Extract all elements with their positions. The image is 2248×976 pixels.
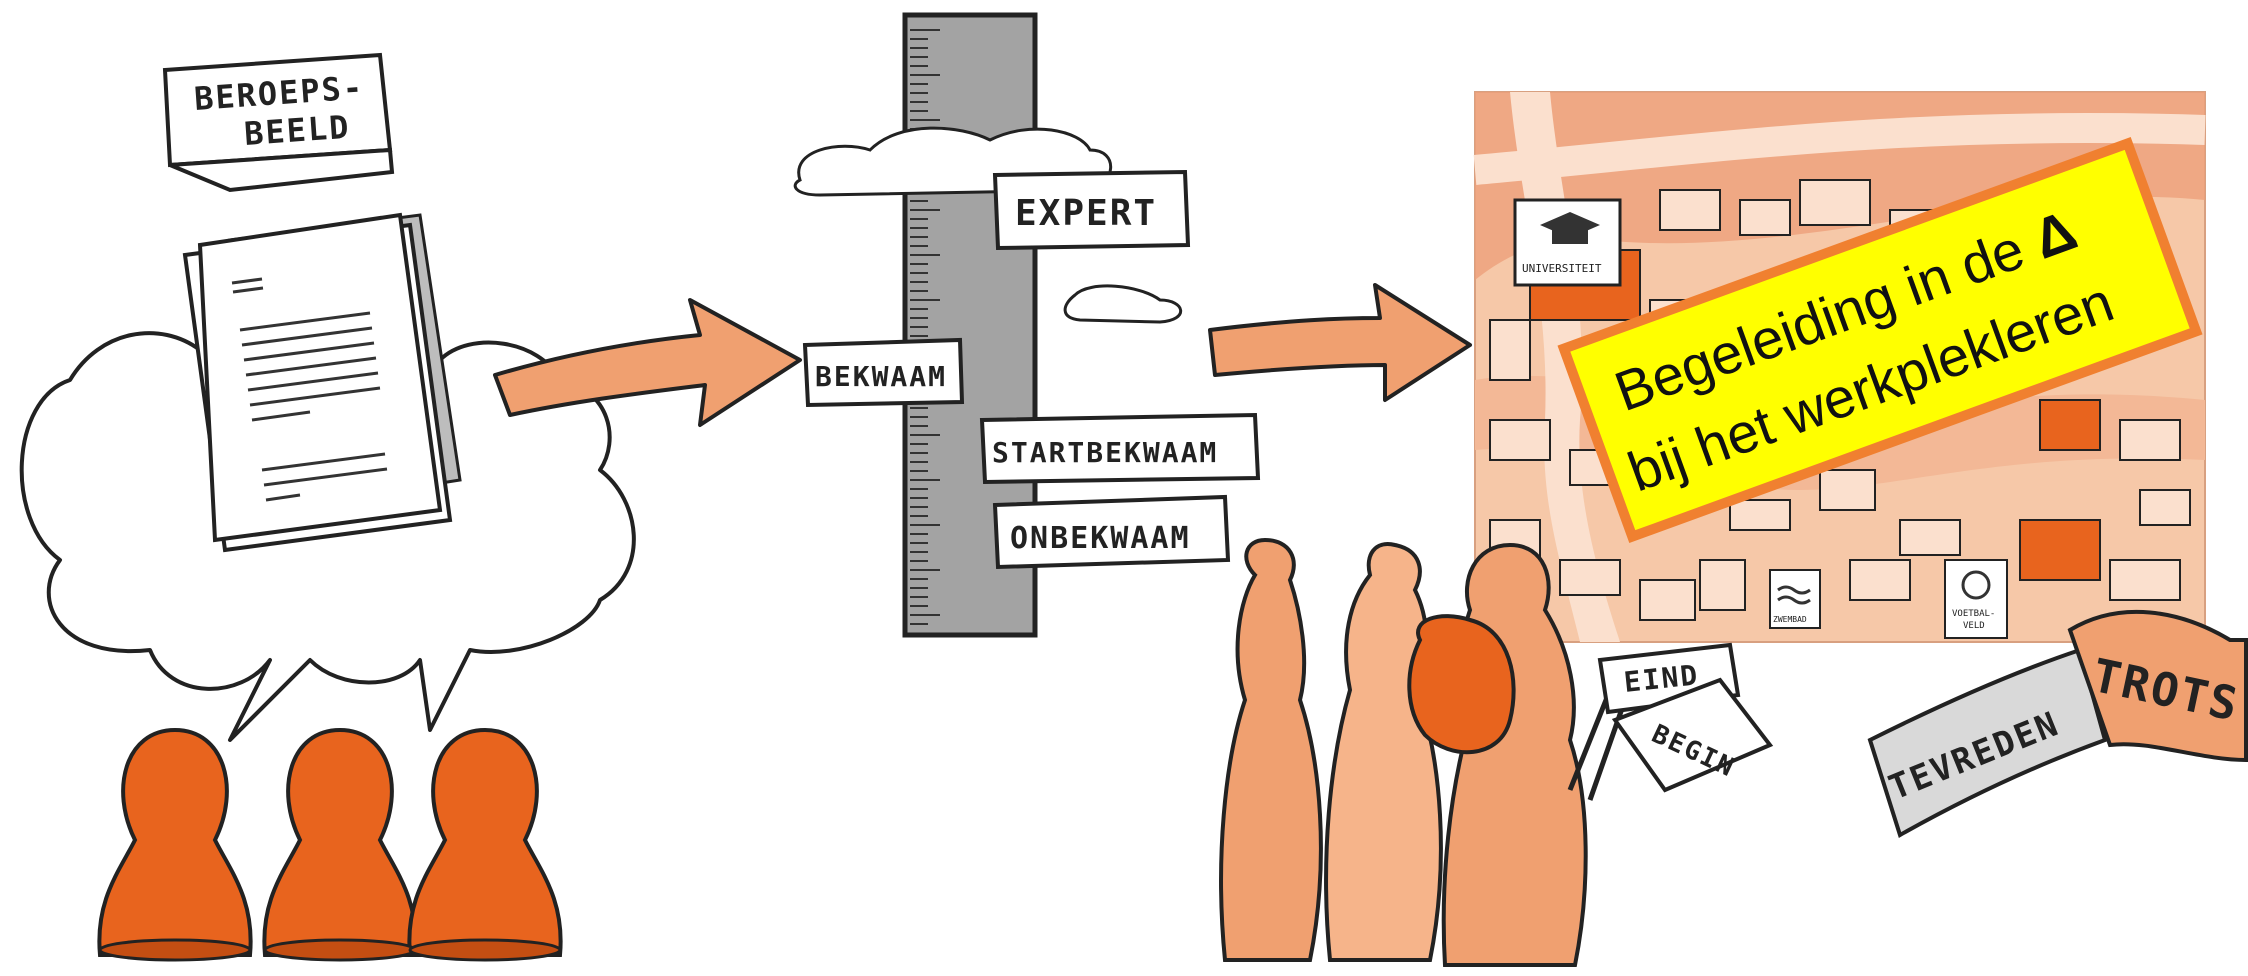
sign-begin: BEGIN	[1611, 677, 1774, 793]
map-building	[1489, 419, 1551, 461]
beroepsbeeld-label-2: BEELD	[243, 108, 352, 153]
voetbalveld-label-1: VOETBAL-	[1952, 609, 1995, 619]
expert-label: EXPERT	[1015, 193, 1157, 234]
document-stack-icon	[182, 212, 462, 553]
map-building	[1639, 579, 1696, 621]
backpack-icon	[1407, 614, 1516, 755]
zwembad-icon: ZWEMBAD	[1769, 569, 1821, 629]
zwembad-label: ZWEMBAD	[1773, 615, 1807, 624]
map-building	[1489, 319, 1531, 381]
ribbon-tevreden: TEVREDEN	[1867, 647, 2108, 838]
person-figure	[1219, 537, 1323, 962]
map-building	[2119, 419, 2181, 461]
people-group-right	[1219, 537, 1628, 967]
map-building	[2109, 559, 2181, 601]
person-figure	[1324, 542, 1443, 962]
person-figure	[97, 727, 253, 957]
ribbon-trots: TROTS	[2067, 609, 2248, 763]
person-figure	[262, 727, 418, 957]
map-building	[1899, 519, 1961, 556]
sign-bekwaam: BEKWAAM	[802, 337, 965, 408]
voetbalveld-label-2: VELD	[1963, 621, 1985, 631]
map-building	[1659, 189, 1721, 231]
figure-group-left	[97, 727, 563, 962]
arrow-right-icon	[493, 298, 802, 427]
arrow-right-icon	[1208, 283, 1472, 402]
sign-onbekwaam: ONBEKWAAM	[992, 494, 1231, 570]
map-building	[1729, 499, 1791, 531]
sign-startbekwaam: STARTBEKWAAM	[979, 412, 1261, 485]
voetbalveld-icon: VOETBAL- VELD	[1944, 559, 2008, 639]
beroepsbeeld-sign: BEROEPS- BEELD	[162, 52, 395, 193]
startbekwaam-label: STARTBEKWAAM	[992, 436, 1218, 469]
bekwaam-label: BEKWAAM	[815, 360, 947, 393]
universiteit-icon: UNIVERSITEIT	[1513, 198, 1622, 287]
map-building	[1849, 559, 1911, 601]
map-building	[1739, 199, 1791, 236]
onbekwaam-label: ONBEKWAAM	[1010, 521, 1191, 556]
map-building	[2139, 489, 2191, 526]
map-building	[1819, 469, 1876, 511]
universiteit-label: UNIVERSITEIT	[1522, 262, 1602, 275]
sign-expert: EXPERT	[992, 169, 1191, 251]
person-figure	[407, 727, 563, 957]
map-building	[1559, 559, 1621, 596]
map-building	[1799, 179, 1871, 226]
map-building	[1699, 559, 1746, 611]
